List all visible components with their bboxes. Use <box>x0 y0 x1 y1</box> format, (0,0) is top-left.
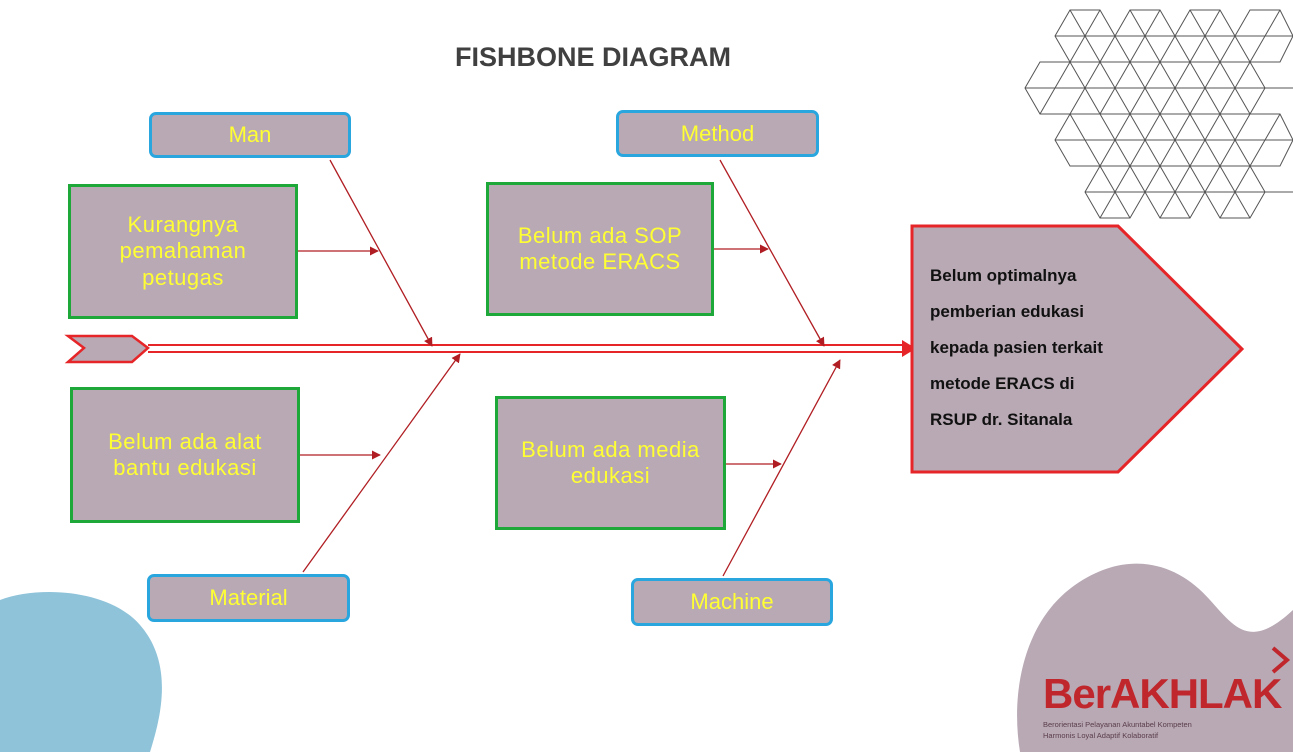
effect-line: metode ERACS di <box>930 374 1075 393</box>
tagline-line: Harmonis Loyal Adaptif Kolaboratif <box>1043 731 1159 740</box>
cause-line: Belum ada alat <box>108 428 262 454</box>
cause-box-man: Kurangnya pemahaman petugas <box>68 184 298 319</box>
spine-tail-chevron <box>64 334 150 364</box>
category-man: Man <box>149 112 351 158</box>
bone-man <box>329 159 433 347</box>
berakhlak-tagline: Berorientasi Pelayanan Akuntabel Kompete… <box>1043 719 1293 741</box>
effect-line: Belum optimalnya <box>930 266 1077 285</box>
decorative-hex-pattern <box>1024 9 1293 219</box>
cause-box-material: Belum ada alat bantu edukasi <box>70 387 300 523</box>
category-method: Method <box>616 110 819 157</box>
cause-line: pemahaman <box>119 238 247 264</box>
category-machine: Machine <box>631 578 833 626</box>
cause-box-method: Belum ada SOP metode ERACS <box>486 182 714 316</box>
cause-line: petugas <box>142 264 224 290</box>
category-material: Material <box>147 574 350 622</box>
logo-chevron-icon <box>1271 646 1291 674</box>
effect-line: RSUP dr. Sitanala <box>930 410 1073 429</box>
effect-line: kepada pasien terkait <box>930 338 1103 357</box>
effect-line: pemberian edukasi <box>930 302 1085 321</box>
decorative-mauve-blob <box>1017 563 1293 752</box>
fishbone-spine <box>148 340 916 357</box>
bone-machine <box>722 359 841 577</box>
tagline-line: Berorientasi Pelayanan Akuntabel Kompete… <box>1043 720 1192 729</box>
cause-line: bantu edukasi <box>113 455 257 480</box>
cause-line: Belum ada media <box>521 436 700 462</box>
cause-line: Kurangnya <box>127 211 239 237</box>
decorative-blue-blob <box>0 592 162 752</box>
effect-problem-statement: Belum optimalnya pemberian edukasi kepad… <box>930 258 1150 438</box>
effect-head-shape <box>910 224 1245 474</box>
diagram-title: FISHBONE DIAGRAM <box>455 42 731 72</box>
bone-method <box>719 159 825 347</box>
cause-line: Belum ada SOP <box>517 222 683 248</box>
cause-line: edukasi <box>570 463 651 488</box>
bone-material <box>302 353 461 573</box>
cause-line: metode ERACS <box>519 249 681 274</box>
berakhlak-logo: BerAKHLAK <box>1043 670 1282 717</box>
cause-box-machine: Belum ada media edukasi <box>495 396 726 530</box>
